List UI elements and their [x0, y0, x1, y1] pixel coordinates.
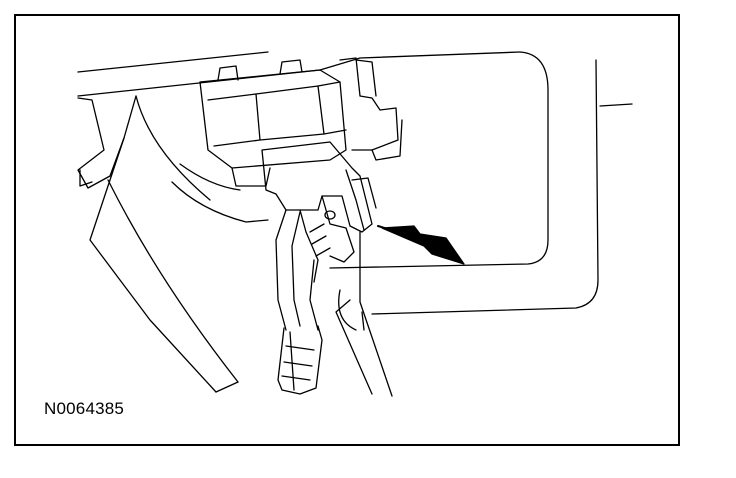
harness-connector: [262, 142, 376, 282]
callout-arrow: [378, 226, 464, 264]
trim-panel: [78, 96, 268, 392]
figure-id-label: N0064385: [44, 399, 125, 418]
dash-panel: [78, 52, 632, 330]
relay-block: [200, 58, 402, 186]
bracket: [336, 232, 392, 396]
wiring-harness: [276, 210, 322, 394]
